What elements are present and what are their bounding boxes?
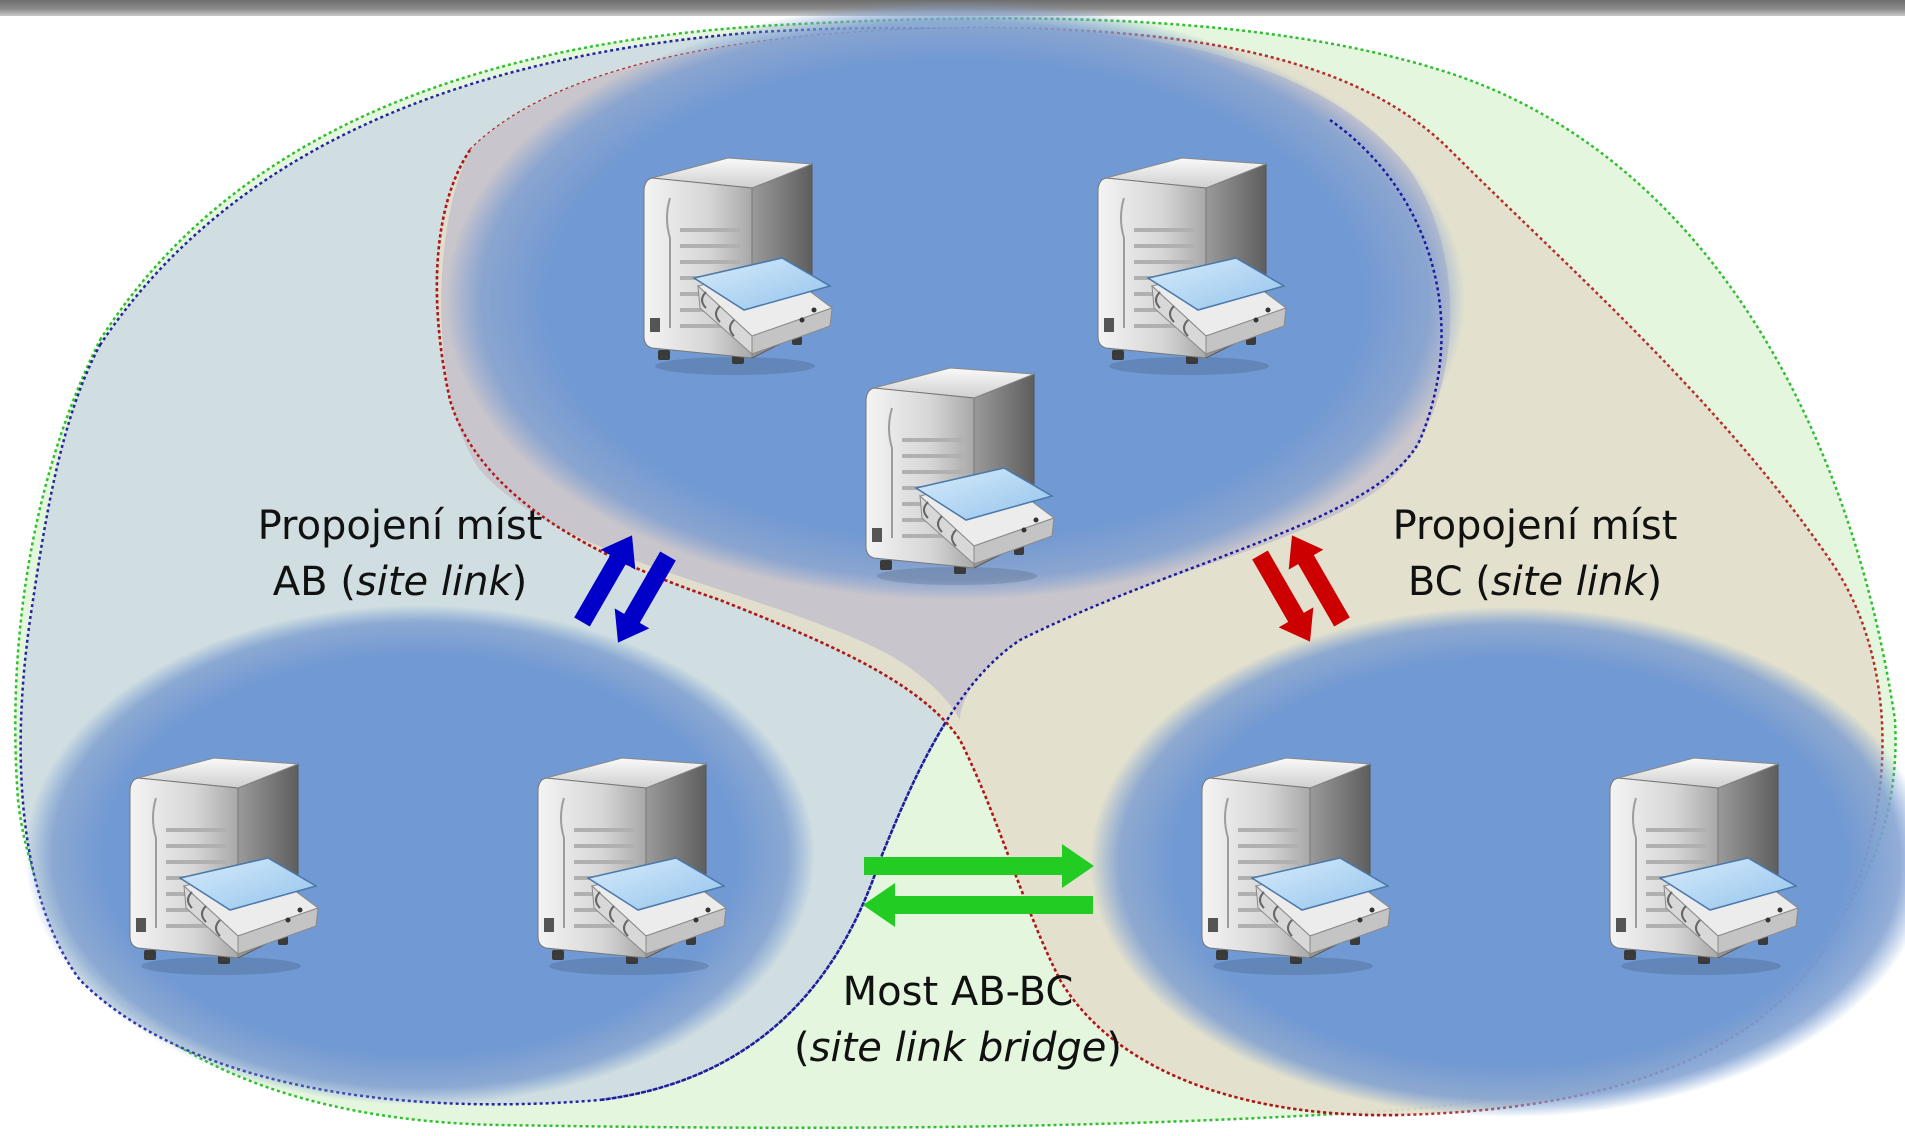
site-link-bridge-subtitle: (site link bridge) [794, 1025, 1122, 1071]
site-top [445, 0, 1465, 600]
site-link-bridge-arrows [863, 844, 1094, 927]
site-left [25, 605, 815, 1105]
site-link-bridge-title: Most AB-BC [842, 969, 1074, 1015]
site-right [1090, 607, 1905, 1117]
site-link-bc-subtitle: BC (site link) [1407, 559, 1663, 605]
site-link-ab-title: Propojení míst [257, 503, 543, 549]
site-link-bc-label: Propojení míst BC (site link) [1335, 498, 1735, 610]
site-link-ab-label: Propojení míst AB (site link) [200, 498, 600, 610]
site-link-ab-subtitle: AB (site link) [272, 559, 528, 605]
site-link-bc-arrows [1252, 535, 1350, 642]
site-link-bc-title: Propojení míst [1392, 503, 1678, 549]
site-link-bridge-label: Most AB-BC (site link bridge) [758, 964, 1158, 1076]
site-link-ab-arrows [574, 535, 676, 643]
